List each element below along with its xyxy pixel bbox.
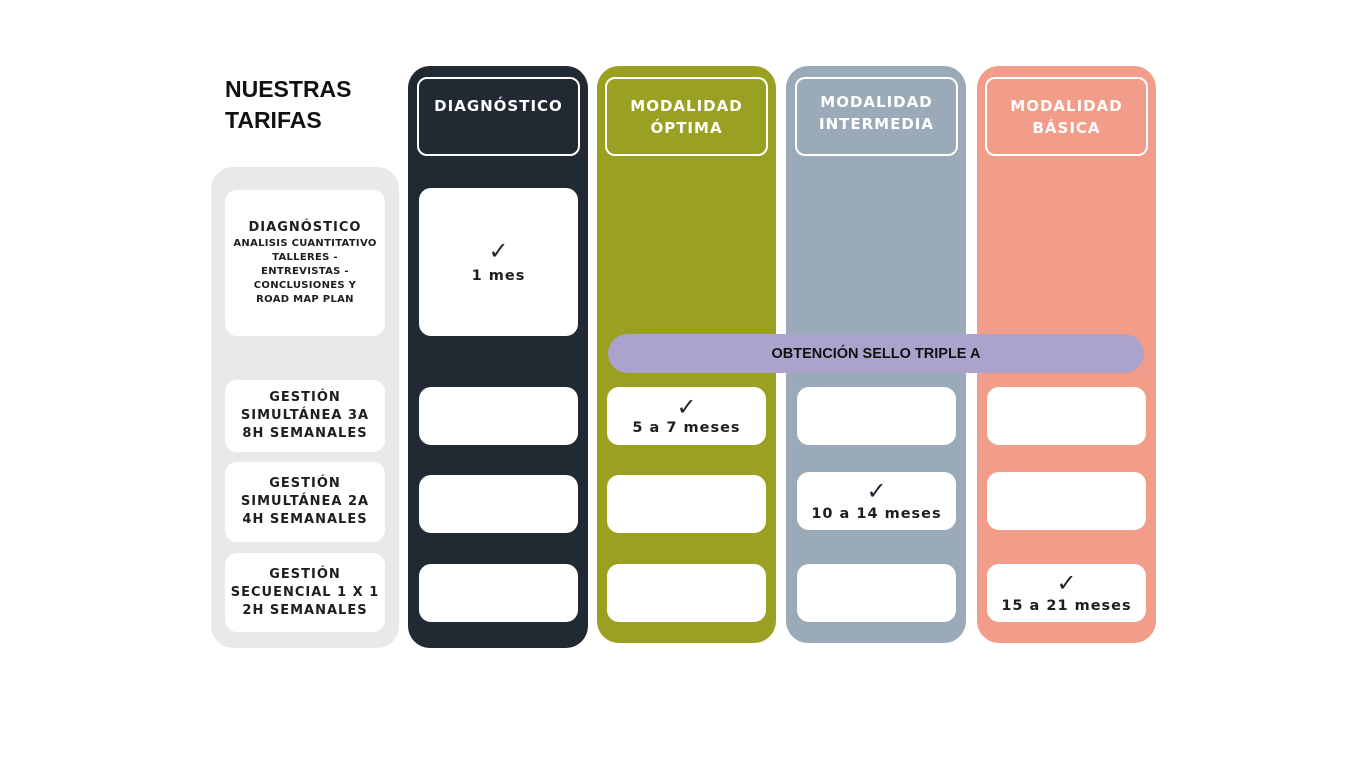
row-label-sub: ENTREVISTAS - <box>261 266 349 277</box>
cell-diagnostico-gestion-2a <box>419 475 578 533</box>
column-header-optima: MODALIDAD ÓPTIMA <box>605 77 768 156</box>
cell-diagnostico-gestion-3a <box>419 387 578 445</box>
column-header-intermedia: MODALIDAD INTERMEDIA <box>795 77 958 156</box>
column-header-label: MODALIDAD <box>820 93 933 111</box>
cell-optima-gestion-2a <box>607 475 766 533</box>
row-label-sub: CONCLUSIONES Y <box>253 280 357 291</box>
row-label-line: GESTIÓN <box>269 390 341 405</box>
duration-label: 15 a 21 meses <box>1001 598 1132 614</box>
column-header-label: ÓPTIMA <box>650 118 723 137</box>
duration-label: 10 a 14 meses <box>811 506 942 522</box>
row-label-line: 4H SEMANALES <box>242 512 368 527</box>
column-header-diagnostico: DIAGNÓSTICO <box>417 77 580 156</box>
cell-basica-secuencial: ✓ 15 a 21 meses <box>987 564 1146 622</box>
row-label-sub: ANALISIS CUANTITATIVO <box>233 238 377 249</box>
cell-diagnostico-secuencial <box>419 564 578 622</box>
sello-triple-a-banner: OBTENCIÓN SELLO TRIPLE A <box>608 334 1144 373</box>
row-label-line: 8H SEMANALES <box>242 426 368 441</box>
duration-label: 5 a 7 meses <box>632 420 741 436</box>
row-label-line: GESTIÓN <box>269 476 341 491</box>
row-label-line: SIMULTÁNEA 2A <box>240 494 370 509</box>
column-header-basica: MODALIDAD BÁSICA <box>985 77 1148 156</box>
row-label-line: SECUENCIAL 1 X 1 <box>230 584 380 600</box>
column-header-label: MODALIDAD <box>630 96 743 115</box>
cell-intermedia-secuencial <box>797 564 956 622</box>
row-label-line: 2H SEMANALES <box>242 602 368 618</box>
row-label-title: DIAGNÓSTICO <box>248 220 362 235</box>
checkmark-icon: ✓ <box>866 477 887 505</box>
row-label-line: GESTIÓN <box>269 566 341 582</box>
cell-optima-gestion-3a: ✓ 5 a 7 meses <box>607 387 766 445</box>
row-label-secuencial: GESTIÓN SECUENCIAL 1 X 1 2H SEMANALES <box>225 553 385 632</box>
row-label-gestion-2a: GESTIÓN SIMULTÁNEA 2A 4H SEMANALES <box>225 462 385 542</box>
page-title: NUESTRAS TARIFAS <box>225 76 352 133</box>
column-header-label: MODALIDAD <box>1010 96 1123 115</box>
cell-basica-gestion-3a <box>987 387 1146 445</box>
cell-basica-gestion-2a <box>987 472 1146 530</box>
row-label-gestion-3a: GESTIÓN SIMULTÁNEA 3A 8H SEMANALES <box>225 380 385 452</box>
row-label-line: SIMULTÁNEA 3A <box>240 408 370 423</box>
checkmark-icon: ✓ <box>1056 569 1077 597</box>
cell-intermedia-gestion-2a: ✓ 10 a 14 meses <box>797 472 956 530</box>
row-label-sub: TALLERES - <box>272 252 338 263</box>
cell-diagnostico-diagnostico: ✓ 1 mes <box>419 188 578 336</box>
row-label-diagnostico: DIAGNÓSTICO ANALISIS CUANTITATIVO TALLER… <box>225 190 385 336</box>
column-diagnostico <box>408 66 588 648</box>
column-header-label: BÁSICA <box>1032 118 1101 137</box>
duration-label: 1 mes <box>471 268 526 284</box>
cell-intermedia-gestion-3a <box>797 387 956 445</box>
cell-optima-secuencial <box>607 564 766 622</box>
checkmark-icon: ✓ <box>488 237 509 265</box>
checkmark-icon: ✓ <box>676 393 697 421</box>
column-header-label: INTERMEDIA <box>819 115 934 133</box>
row-label-sub: ROAD MAP PLAN <box>256 294 354 305</box>
column-header-label: DIAGNÓSTICO <box>434 97 563 115</box>
